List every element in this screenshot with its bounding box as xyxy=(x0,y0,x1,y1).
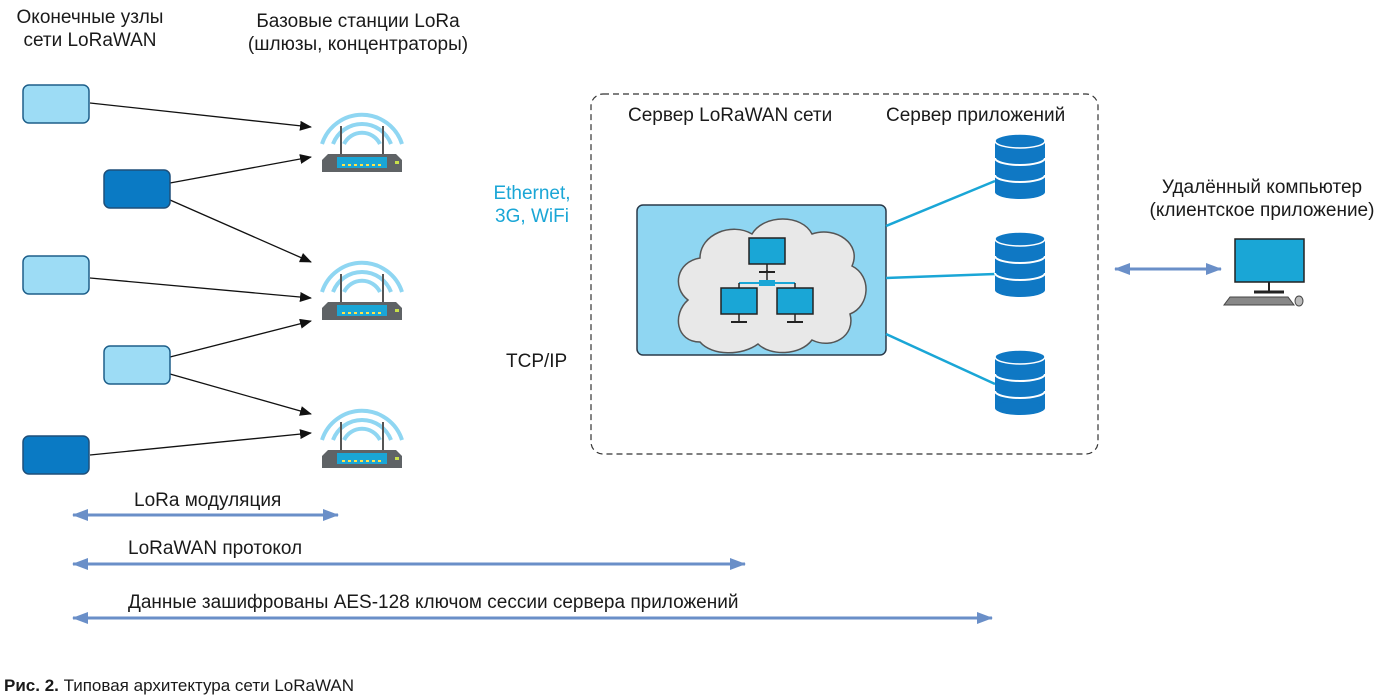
server-boundary xyxy=(590,93,1099,455)
link-node4-gw2 xyxy=(169,318,312,358)
end-node-4 xyxy=(103,345,171,385)
end-node-1 xyxy=(22,84,90,124)
base-stations-title-line2: (шлюзы, концентраторы) xyxy=(247,34,469,55)
end-nodes-title-line2: сети LoRaWAN xyxy=(23,30,157,51)
link-node1-gw1 xyxy=(89,102,312,131)
range-label-aes: Данные зашифрованы AES-128 ключом сессии… xyxy=(128,592,739,613)
ethernet-label-line1: Ethernet, xyxy=(493,183,571,204)
link-node5-gw3 xyxy=(89,429,312,456)
end-node-5 xyxy=(22,435,90,475)
link-server-db3 xyxy=(885,332,996,386)
gateway-icon-2 xyxy=(320,260,404,322)
ethernet-label-line2: 3G, WiFi xyxy=(495,206,569,227)
network-server-title: Сервер LoRaWAN сети xyxy=(628,105,833,126)
end-nodes-title: Оконечные узлы сети LoRaWAN xyxy=(6,6,174,52)
caption-text: Типовая архитектура сети LoRaWAN xyxy=(58,676,354,695)
figure-caption: Рис. 2. Типовая архитектура сети LoRaWAN xyxy=(4,676,354,696)
remote-pc-title-line1: Удалённый компьютер xyxy=(1161,177,1363,198)
base-stations-title-line1: Базовые станции LoRa xyxy=(256,11,460,32)
link-server-db2 xyxy=(885,272,996,280)
link-node2-gw2 xyxy=(169,199,312,263)
ethernet-label: Ethernet, 3G, WiFi xyxy=(476,182,588,228)
gateway-icon-1 xyxy=(320,112,404,174)
tcpip-label: TCP/IP xyxy=(506,351,568,372)
range-label-lora: LoRa модуляция xyxy=(134,490,282,511)
link-node2-gw1 xyxy=(169,154,312,184)
gateway-icon-3 xyxy=(320,408,404,470)
end-nodes-title-line1: Оконечные узлы xyxy=(16,7,164,28)
database-icon-2 xyxy=(994,231,1046,298)
app-server-title: Сервер приложений xyxy=(886,105,1066,126)
database-icon-1 xyxy=(994,133,1046,200)
caption-prefix: Рис. 2. xyxy=(4,676,59,695)
link-server-db1 xyxy=(885,179,996,228)
end-node-2 xyxy=(103,169,171,209)
range-label-lorawan: LoRaWAN протокол xyxy=(128,538,303,559)
end-node-3 xyxy=(22,255,90,295)
remote-pc-title-line2: (клиентское приложение) xyxy=(1149,200,1375,221)
remote-pc-title: Удалённый компьютер (клиентское приложен… xyxy=(1136,176,1388,222)
base-stations-title: Базовые станции LoRa (шлюзы, концентрато… xyxy=(222,10,494,56)
link-node4-gw3 xyxy=(169,373,312,416)
remote-computer-icon xyxy=(1223,238,1305,307)
link-node3-gw2 xyxy=(89,277,312,302)
network-topology-icon xyxy=(720,237,814,323)
database-icon-3 xyxy=(994,349,1046,416)
